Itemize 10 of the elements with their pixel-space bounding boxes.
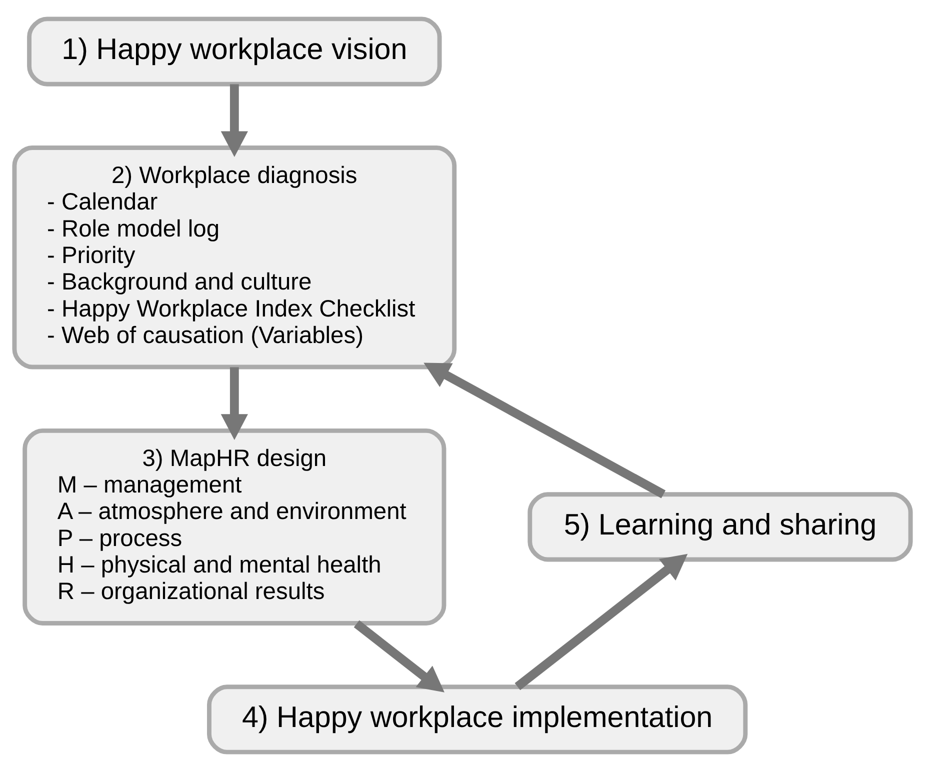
node-box: 5) Learning and sharing: [528, 492, 913, 562]
node-box: 1) Happy workplace vision: [27, 16, 442, 86]
node-box: 3) MapHR design M – management A – atmosphere and environment P – process H – physical and mental health R – organizational results: [22, 428, 446, 625]
node-box: 2) Workplace diagnosis - Calendar - Role model log - Priority - Background and culture - Happy Workplace Index Checklist - Web of causation (Variables): [12, 145, 457, 369]
arrow: [424, 362, 666, 498]
arrow: [220, 366, 248, 440]
node-box: 4) Happy workplace implementation: [207, 684, 748, 754]
arrow: [354, 620, 444, 692]
arrow: [220, 84, 248, 157]
arrow: [514, 553, 688, 690]
